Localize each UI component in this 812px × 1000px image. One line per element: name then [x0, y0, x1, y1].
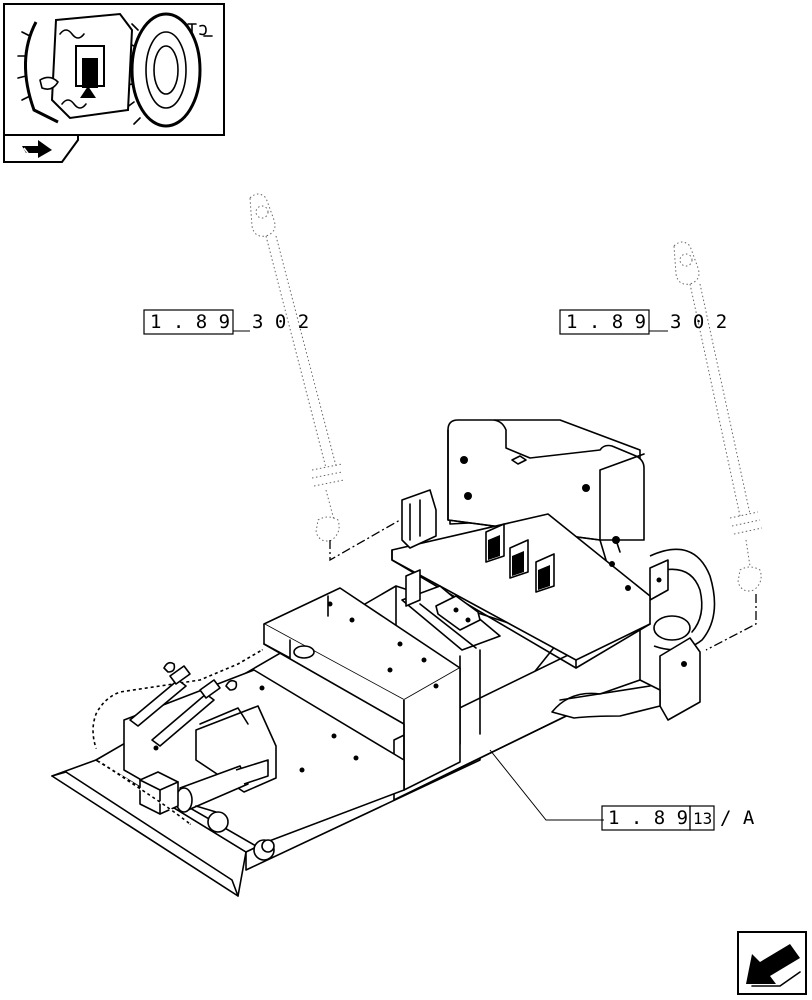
ref-label-right-strut[interactable]: 1 . 8 9 3 0 2: [559, 309, 727, 335]
leader-right-strut: [705, 594, 757, 651]
thumbnail-panel[interactable]: [3, 3, 225, 163]
hydraulic-cylinder: [175, 759, 269, 833]
ref-tail-text: 3 0 2: [252, 311, 309, 333]
page-nav-button[interactable]: [737, 931, 807, 995]
tray-slots: [485, 523, 555, 593]
arrow-down-left-icon: [746, 944, 801, 987]
portal-frame: [263, 587, 461, 791]
ref-label-frame[interactable]: 1 . 8 9 13 / A: [601, 805, 755, 831]
hose-fittings: [129, 661, 238, 747]
ref-box2-text: 13: [693, 809, 712, 828]
ref-box-text: 1 . 8 9: [608, 807, 688, 829]
coiled-hose: [91, 648, 263, 825]
valve-block: [139, 771, 179, 815]
ref-label-left-strut[interactable]: 1 . 8 9 3 0 2: [143, 309, 309, 335]
leader-frame: [489, 749, 604, 821]
ref-tail-text: / A: [720, 807, 755, 829]
ref-box: [559, 309, 650, 335]
leader-left-strut: [329, 519, 401, 562]
support-frame-assembly[interactable]: [51, 419, 716, 897]
arrow-right-icon[interactable]: [22, 140, 52, 158]
ref-box: [143, 309, 234, 335]
tray-clip: [401, 489, 437, 549]
tractor-thumbnail-image: [17, 12, 213, 128]
ref-tail-text: 3 0 2: [670, 311, 727, 333]
right-gas-strut[interactable]: [673, 241, 763, 592]
ref-box-text: 1 . 8 9: [566, 311, 646, 333]
left-gas-strut[interactable]: [249, 193, 345, 542]
right-bracket: [659, 637, 701, 721]
ref-box-small: [689, 805, 715, 831]
ref-box-text: 1 . 8 9: [150, 311, 230, 333]
